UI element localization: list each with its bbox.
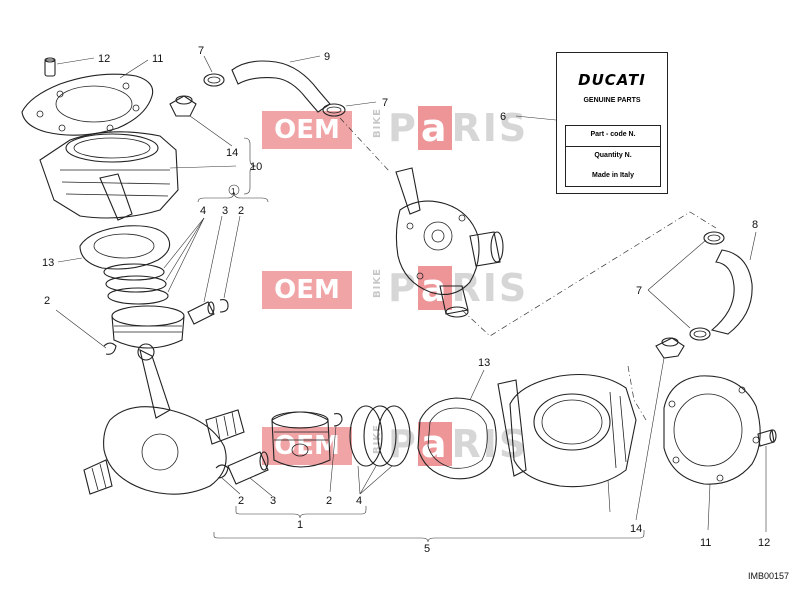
label-3-top: 3: [222, 205, 228, 217]
label-5: 5: [424, 543, 430, 555]
label-7-mid: 7: [382, 97, 388, 109]
piston-left: [111, 305, 185, 349]
piston-pin-left: [187, 301, 215, 325]
label-7-right: 7: [636, 285, 642, 297]
union-fitting-right: [655, 337, 685, 359]
label-9: 9: [324, 51, 330, 63]
piston-pin-bottom: [227, 451, 269, 485]
label-1-circled: 1: [231, 187, 236, 196]
piston-rings-left: [103, 263, 169, 305]
label-3-bottom: 3: [270, 495, 276, 507]
label-7-top: 7: [198, 45, 204, 57]
watermark-oem: OEM: [262, 111, 352, 149]
label-12-right: 12: [758, 537, 770, 549]
base-gasket-bottom: [417, 397, 497, 480]
label-8: 8: [752, 219, 758, 231]
label-2-top: 2: [238, 205, 244, 217]
parts-info-box: Part - code N. Quantity N. Made in Italy: [565, 125, 661, 187]
label-11-top: 11: [152, 53, 163, 65]
drawing-code: IMB00157: [748, 571, 790, 581]
label-10: 10: [250, 161, 262, 173]
hose-clamp-top: [203, 73, 225, 87]
hose-clamp-right-bottom: [689, 327, 711, 341]
label-2-bottom-b: 2: [326, 495, 332, 507]
genuine-parts-card: DUCATI GENUINE PARTS Part - code N. Quan…: [556, 52, 668, 194]
cylinder-top: [39, 131, 179, 221]
ducati-logo: DUCATI: [578, 71, 646, 89]
label-14-top: 14: [226, 147, 238, 159]
label-11-right: 11: [700, 537, 711, 549]
watermark-oem-2: OEM: [262, 271, 352, 309]
piston-bottom: [271, 411, 331, 468]
label-2-bottom-a: 2: [238, 495, 244, 507]
label-4-bottom: 4: [356, 495, 362, 507]
coolant-hose-top: [231, 60, 331, 113]
cylinder-bottom: [497, 373, 637, 488]
divider: [566, 146, 660, 147]
crankshaft-assembly: [83, 343, 245, 495]
label-14-right: 14: [630, 523, 642, 535]
union-fitting-top: [169, 95, 197, 117]
label-1-bottom: 1: [297, 519, 303, 531]
circlip-bottom-left: [215, 464, 229, 479]
part-code-label: Part - code N.: [590, 131, 636, 138]
water-pump: [395, 167, 504, 318]
head-gasket-right: [663, 375, 761, 485]
label-12-top: 12: [98, 53, 110, 65]
circlip-left: [103, 342, 117, 355]
hose-clamp-right-top: [703, 231, 725, 245]
coolant-hose-right: [710, 249, 753, 335]
circlip-left-top: [219, 299, 229, 313]
label-13-bottom: 13: [478, 357, 490, 369]
dowel-pin-right: [757, 429, 777, 447]
hose-clamp-mid: [322, 103, 346, 117]
watermark-parts: PaRIS: [388, 106, 529, 150]
label-2-left: 2: [44, 295, 50, 307]
quantity-label: Quantity N.: [594, 152, 632, 159]
piston-rings-bottom: [349, 405, 411, 467]
head-gasket-top: [21, 73, 154, 136]
base-gasket-left: [79, 225, 171, 270]
genuine-parts-label: GENUINE PARTS: [583, 97, 641, 104]
made-in-label: Made in Italy: [591, 172, 634, 179]
circlip-bottom-right: [333, 413, 343, 427]
dowel-pin-top: [44, 57, 56, 77]
label-4-top: 4: [200, 205, 206, 217]
label-6: 6: [500, 111, 506, 123]
label-13-left: 13: [42, 257, 54, 269]
